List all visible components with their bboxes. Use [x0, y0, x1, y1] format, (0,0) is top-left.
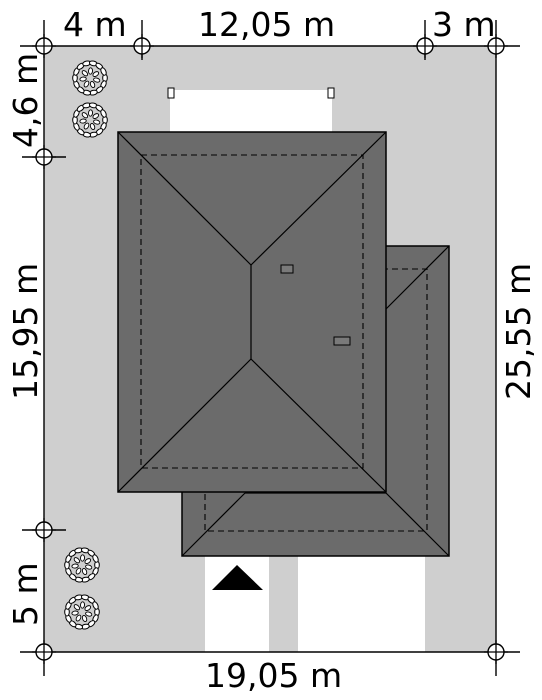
- terrace-post-right: [327, 87, 335, 99]
- main-roof: [117, 131, 387, 493]
- walkway: [298, 555, 425, 652]
- survey-marker-icon: [413, 34, 437, 58]
- survey-marker-icon: [130, 34, 154, 58]
- dim-bottom: 19,05 m: [205, 656, 342, 695]
- dim-right: 25,55 m: [499, 263, 538, 400]
- tree-icon: [64, 594, 100, 630]
- tree-icon: [72, 102, 108, 138]
- entrance-arrow-icon: [212, 565, 263, 590]
- survey-marker-icon: [32, 518, 56, 542]
- tree-icon: [72, 60, 108, 96]
- survey-markers: [32, 34, 508, 664]
- dim-left-bottom: 5 m: [6, 562, 45, 626]
- dim-top-left: 4 m: [63, 5, 127, 44]
- survey-marker-icon: [32, 145, 56, 169]
- chimney-1: [280, 264, 294, 274]
- dim-top-right: 3 m: [432, 5, 496, 44]
- dim-left-middle: 15,95 m: [6, 263, 45, 400]
- survey-marker-icon: [484, 640, 508, 664]
- survey-marker-icon: [484, 34, 508, 58]
- terrace-paving: [170, 90, 332, 132]
- dim-left-top: 4,6 m: [6, 53, 45, 148]
- tree-icon: [64, 547, 100, 583]
- terrace-post-left: [167, 87, 175, 99]
- chimney-2: [333, 336, 351, 346]
- dim-top-middle: 12,05 m: [198, 5, 335, 44]
- survey-marker-icon: [32, 34, 56, 58]
- survey-marker-icon: [32, 640, 56, 664]
- trees: [64, 60, 108, 630]
